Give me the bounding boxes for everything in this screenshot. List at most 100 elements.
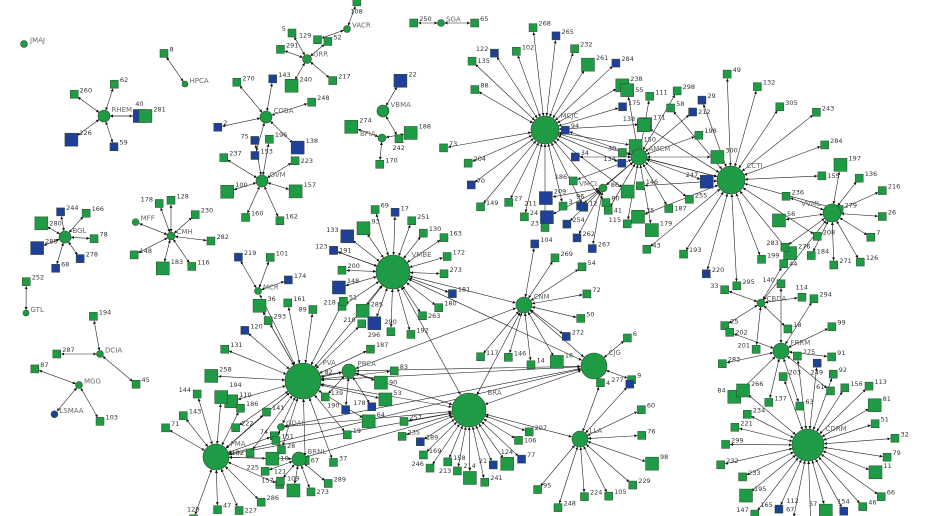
node-65[interactable] xyxy=(470,18,479,28)
node-77[interactable] xyxy=(517,454,526,464)
node-192[interactable] xyxy=(406,330,416,339)
node-115[interactable] xyxy=(622,219,632,229)
node-148[interactable] xyxy=(129,250,139,260)
node-32[interactable] xyxy=(890,434,900,443)
node-139[interactable] xyxy=(320,392,330,402)
node-201[interactable] xyxy=(751,345,761,354)
node-26[interactable] xyxy=(878,212,887,221)
node-266[interactable] xyxy=(736,383,750,398)
node-8[interactable] xyxy=(159,49,169,58)
node-237[interactable] xyxy=(219,153,229,162)
node-59[interactable] xyxy=(109,142,119,151)
node-98[interactable] xyxy=(645,456,659,471)
hub-node-DCIA[interactable] xyxy=(96,350,104,358)
node-103[interactable] xyxy=(95,417,105,426)
node-202[interactable] xyxy=(725,328,734,337)
node-64[interactable] xyxy=(361,414,376,429)
hub-node-VBMA[interactable] xyxy=(376,104,390,118)
node-194[interactable] xyxy=(214,390,228,404)
node-183[interactable] xyxy=(155,261,170,276)
node-186[interactable] xyxy=(568,176,578,186)
hub-node-CJG[interactable] xyxy=(580,352,608,380)
node-111[interactable] xyxy=(645,92,654,101)
hub-node-SGA[interactable] xyxy=(437,19,445,27)
node-267[interactable] xyxy=(588,244,597,253)
node-109[interactable] xyxy=(286,483,301,498)
node-299[interactable] xyxy=(721,440,730,449)
hub-node-GTL[interactable] xyxy=(22,309,30,317)
node-227[interactable] xyxy=(234,506,244,515)
node-260[interactable] xyxy=(69,90,79,99)
node-92[interactable] xyxy=(828,369,838,379)
hub-node-VMCI[interactable] xyxy=(598,183,608,193)
node-53[interactable] xyxy=(378,392,393,407)
node-21[interactable] xyxy=(489,460,498,470)
node-136[interactable] xyxy=(854,173,864,183)
node-51[interactable] xyxy=(339,297,348,306)
node-130[interactable] xyxy=(419,228,428,238)
node-261[interactable] xyxy=(581,57,595,72)
hub-node-CMH[interactable] xyxy=(166,231,176,241)
node-212[interactable] xyxy=(688,107,697,117)
node-138[interactable] xyxy=(290,140,305,155)
node-143[interactable] xyxy=(179,411,188,420)
node-200[interactable] xyxy=(337,265,347,275)
hub-node-GDAL[interactable] xyxy=(277,423,285,431)
node-154[interactable] xyxy=(839,506,849,516)
node-258[interactable] xyxy=(204,369,219,383)
node-37[interactable] xyxy=(329,458,338,467)
node-95[interactable] xyxy=(533,485,542,494)
node-178[interactable] xyxy=(367,402,377,412)
node-128[interactable] xyxy=(189,514,198,516)
node-79[interactable] xyxy=(882,452,892,462)
node-7[interactable] xyxy=(866,232,876,242)
node-153[interactable] xyxy=(250,151,260,160)
node-104[interactable] xyxy=(530,239,540,249)
node-80[interactable] xyxy=(601,198,611,207)
node-272[interactable] xyxy=(562,332,571,341)
node-195[interactable] xyxy=(739,488,753,503)
node-275[interactable] xyxy=(793,351,802,361)
node-117[interactable] xyxy=(476,352,485,362)
node-172[interactable] xyxy=(442,252,452,261)
node-43[interactable] xyxy=(642,245,652,254)
node-137[interactable] xyxy=(764,398,774,407)
node-291[interactable] xyxy=(276,45,285,54)
node-148[interactable] xyxy=(332,280,346,295)
node-204[interactable] xyxy=(463,158,473,168)
node-187[interactable] xyxy=(664,204,673,213)
node-232[interactable] xyxy=(570,44,579,53)
node-47[interactable] xyxy=(213,505,222,514)
node-246[interactable] xyxy=(425,463,435,473)
hub-node-HPCA[interactable] xyxy=(181,80,189,88)
node-133[interactable] xyxy=(340,229,355,244)
node-240[interactable] xyxy=(284,79,299,93)
node-106[interactable] xyxy=(514,436,523,445)
node-225[interactable] xyxy=(260,467,270,476)
node-236[interactable] xyxy=(781,192,791,201)
node-58[interactable] xyxy=(666,103,675,113)
node-298[interactable] xyxy=(672,86,682,96)
node-102[interactable] xyxy=(512,47,521,56)
node-221[interactable] xyxy=(730,423,740,432)
hub-node-MCR[interactable] xyxy=(254,287,262,295)
hub-node-CDRM[interactable] xyxy=(791,428,825,462)
node-120[interactable] xyxy=(240,326,250,335)
node-68[interactable] xyxy=(51,264,60,273)
node-30[interactable] xyxy=(618,148,627,157)
node-57[interactable] xyxy=(819,503,833,516)
hub-node-MCJC[interactable] xyxy=(530,115,560,145)
node-217[interactable] xyxy=(328,76,337,85)
node-230[interactable] xyxy=(190,210,200,219)
node-187[interactable] xyxy=(366,344,375,354)
node-281[interactable] xyxy=(138,109,153,123)
node-46[interactable] xyxy=(858,502,867,511)
node-56[interactable] xyxy=(772,213,786,228)
node-160[interactable] xyxy=(241,213,250,222)
hub-node-BRNL[interactable] xyxy=(291,451,307,467)
node-134[interactable] xyxy=(617,158,627,168)
node-219[interactable] xyxy=(234,252,243,262)
node-265[interactable] xyxy=(551,31,561,41)
node-223[interactable] xyxy=(290,156,300,166)
node-273[interactable] xyxy=(439,269,449,279)
